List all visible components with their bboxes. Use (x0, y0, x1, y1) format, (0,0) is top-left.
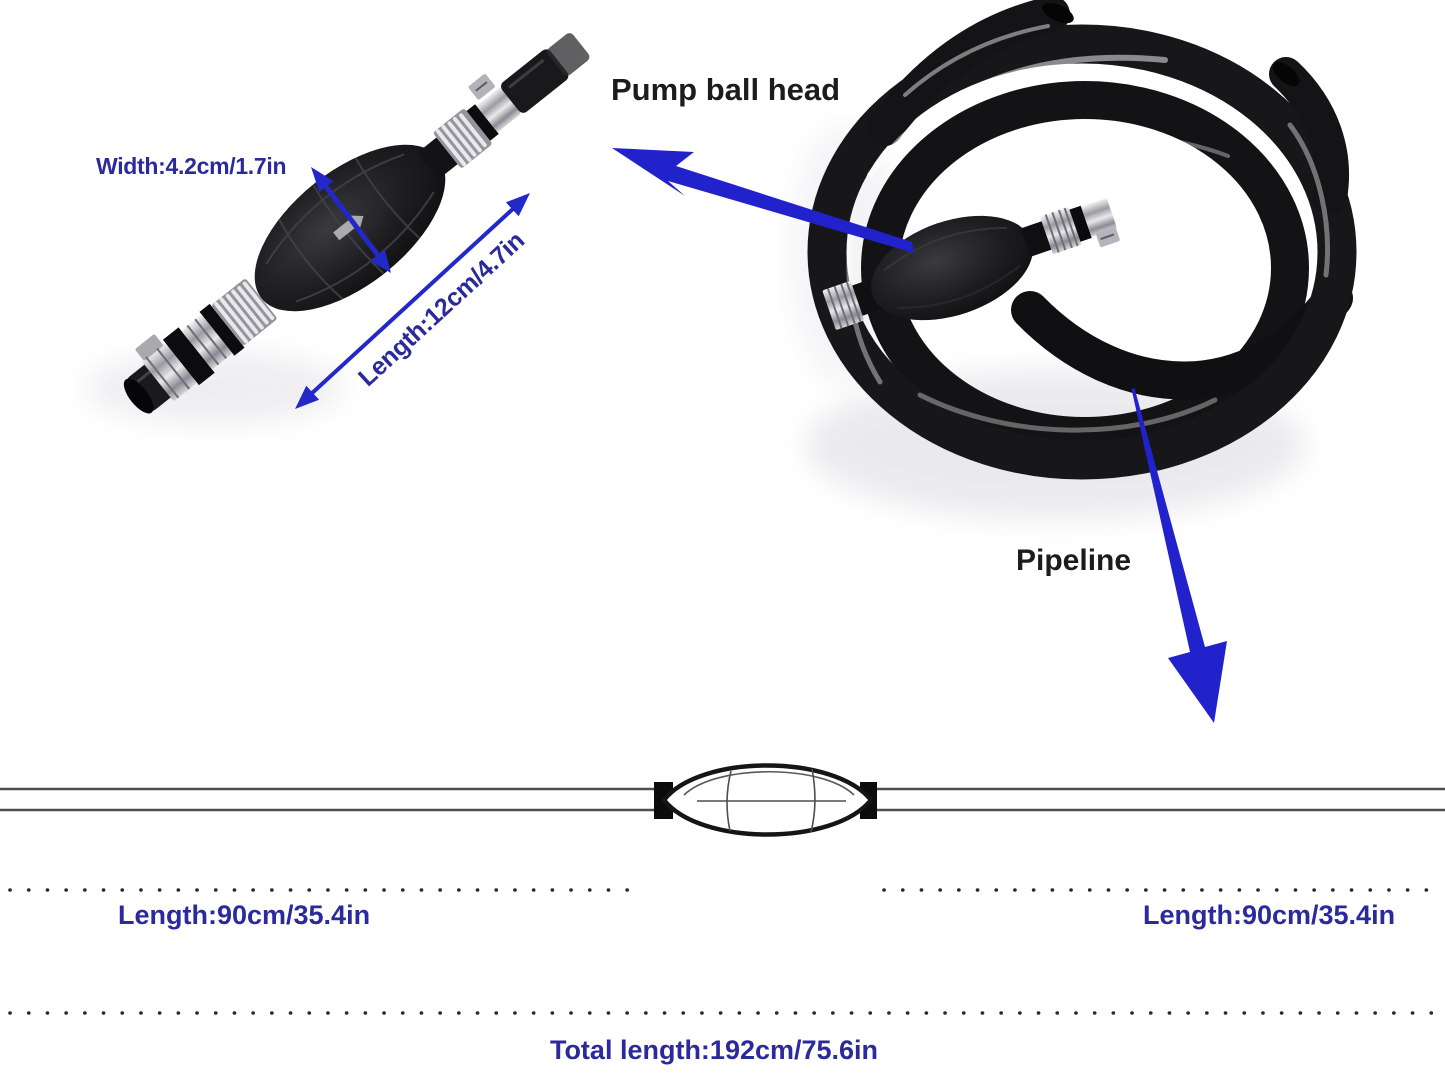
schematic-bulb (661, 763, 874, 837)
hose-tail-right-end (1272, 62, 1300, 86)
left-segment-length-label: Length:90cm/35.4in (118, 900, 371, 930)
hose-coil-photo (807, 0, 1357, 480)
pipeline-arrow-icon (1131, 388, 1227, 723)
pump-ball-head-arrow-icon (612, 148, 914, 253)
schematic-bulb-detail (683, 768, 855, 833)
hose-tail-right (1269, 57, 1350, 215)
hose-tail-top (867, 0, 1070, 146)
pump-ball-head-callout-label: Pump ball head (611, 72, 841, 107)
total-length-label: Total length:192cm/75.6in (549, 1035, 879, 1065)
width-dimension-label: Width:4.2cm/1.7in (96, 153, 287, 179)
length-arrow-icon (295, 193, 530, 409)
pump-hose-right (501, 49, 569, 113)
length-schematic (0, 763, 1445, 1015)
hose-highlights (846, 24, 1330, 433)
pump-clamp-right (477, 87, 521, 132)
hose-tail-top-end (1042, 2, 1074, 24)
bulb-flow-arrow-mark (333, 215, 364, 241)
width-arrow-icon (311, 167, 391, 273)
pipeline-callout-label: Pipeline (1016, 544, 1132, 577)
right-segment-length-label: Length:90cm/35.4in (1143, 900, 1396, 930)
pump-bulb-photo (123, 33, 590, 414)
hose-loop-outer (807, 24, 1357, 480)
pump-clamp-left (142, 342, 197, 401)
schematic-tube-lines (0, 787, 1445, 812)
